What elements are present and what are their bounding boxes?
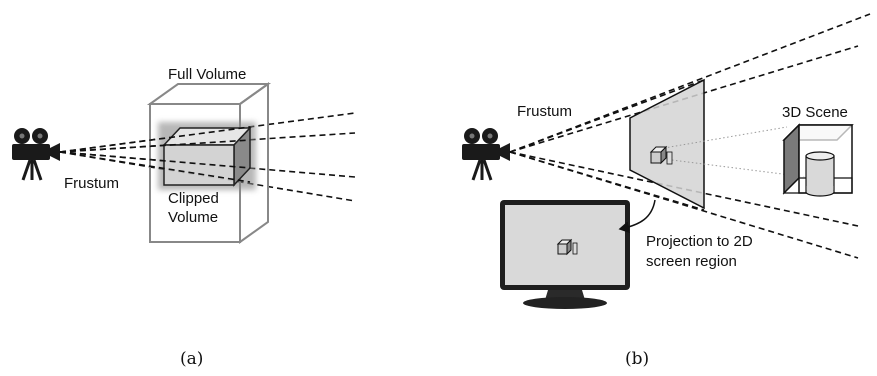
full-volume-label: Full Volume — [168, 66, 246, 83]
frustum-label-a: Frustum — [64, 175, 119, 192]
movie-camera-icon — [12, 128, 60, 181]
frustum-label-b: Frustum — [517, 103, 572, 120]
scene-label: 3D Scene — [782, 104, 848, 121]
caption-b: (b) — [625, 349, 649, 369]
panel-a: Full Volume Frustum Clipped Volume (a) — [12, 66, 356, 369]
panel-b: Frustum 3D Scene Projection to 2D screen… — [462, 13, 871, 369]
projection-plane — [629, 78, 705, 210]
frustum-lines-a-front — [59, 126, 251, 183]
clipped-label-line2: Volume — [168, 209, 218, 226]
caption-a: (a) — [180, 349, 203, 369]
clipped-label-line1: Clipped — [168, 190, 219, 207]
projection-label-line1: Projection to 2D — [646, 233, 753, 250]
screen-cube-small — [556, 238, 578, 256]
cylinder-icon — [805, 151, 835, 197]
projected-cube-small — [649, 145, 673, 165]
clipped-volume-cube — [158, 122, 256, 190]
projection-label-line2: screen region — [646, 253, 737, 270]
movie-camera-icon — [462, 128, 510, 181]
frustum-lines-b-front — [509, 79, 705, 211]
projection-arrow — [618, 199, 656, 234]
